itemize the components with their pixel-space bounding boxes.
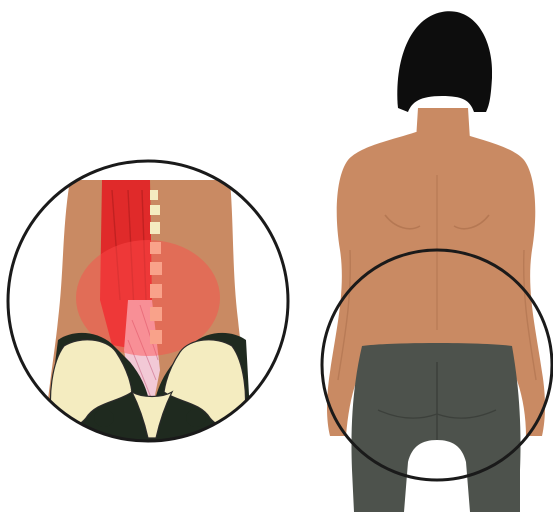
lower-back-muscle-closeup [0,150,300,450]
woman-back-figure [327,11,545,512]
hair [397,11,492,112]
pants [351,343,520,512]
